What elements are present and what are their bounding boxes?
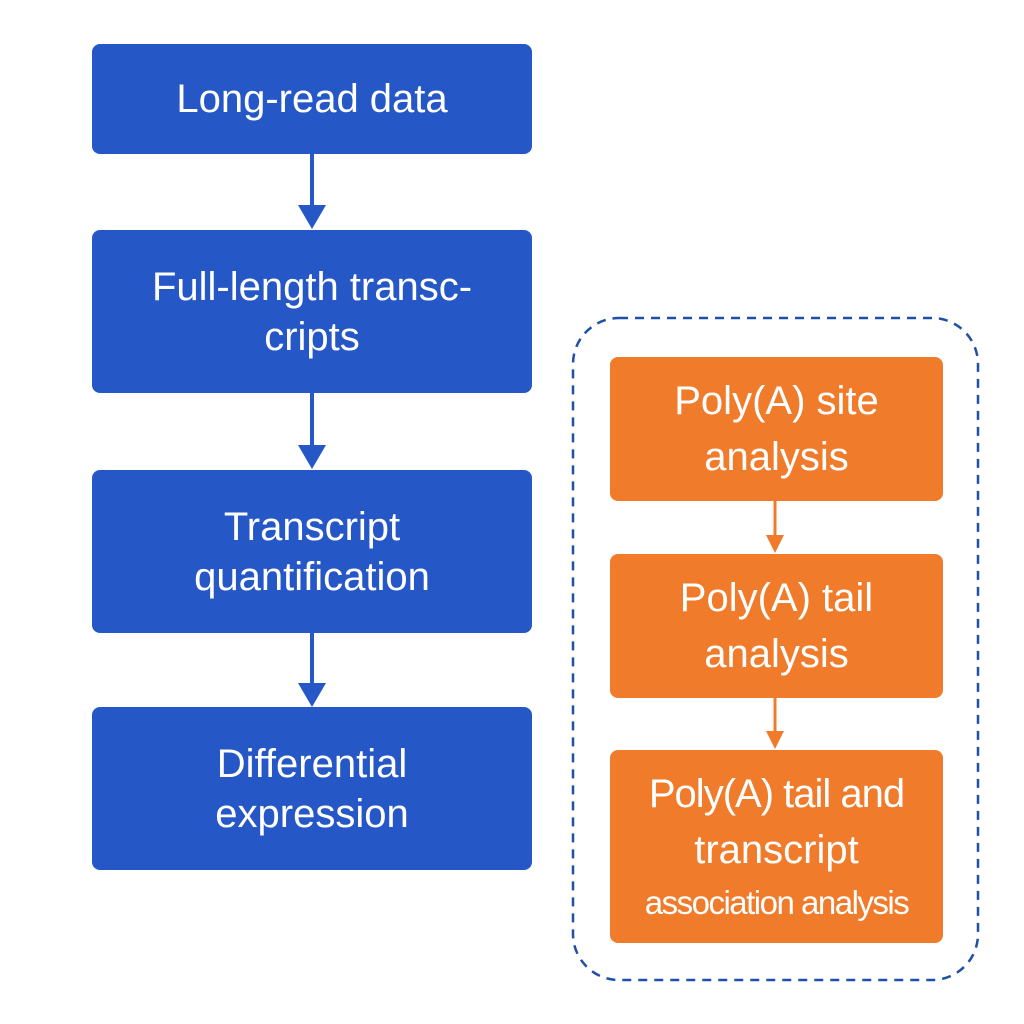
step-label-line: Poly(A) tail [679,576,874,620]
step-label-line: transcript [694,827,859,872]
step-label-line: cripts [264,314,360,359]
step-polya-tail-transcript-association: Poly(A) tail and transcript association … [610,750,943,943]
step-long-read-data: Long-read data [92,44,532,154]
step-label-line: analysis [704,632,849,676]
side-arrow-2 [766,698,784,749]
main-arrow-1 [298,154,326,229]
step-full-length-transcripts: Full-length transc- cripts [92,230,532,393]
step-label-line: Transcript [223,504,401,549]
step-polya-site-analysis: Poly(A) site analysis [610,357,943,501]
step-label-line: analysis [704,435,849,479]
step-transcript-quantification: Transcript quantification [92,470,532,633]
step-label-line: Poly(A) tail and [648,771,905,816]
step-label-line: Long-read data [176,77,448,121]
step-label-line: expression [215,791,409,836]
step-label-line: association analysis [644,883,910,921]
step-label-line: Differential [216,741,408,786]
step-differential-expression: Differential expression [92,707,532,870]
main-arrow-3 [298,633,326,707]
step-polya-tail-analysis: Poly(A) tail analysis [610,554,943,698]
step-label-line: Full-length transc- [151,264,473,309]
analysis-group-border [571,316,980,982]
step-label-line: quantification [194,554,430,599]
main-arrow-2 [298,393,326,469]
step-label-line: Poly(A) site [674,379,879,423]
side-arrow-1 [766,501,784,553]
